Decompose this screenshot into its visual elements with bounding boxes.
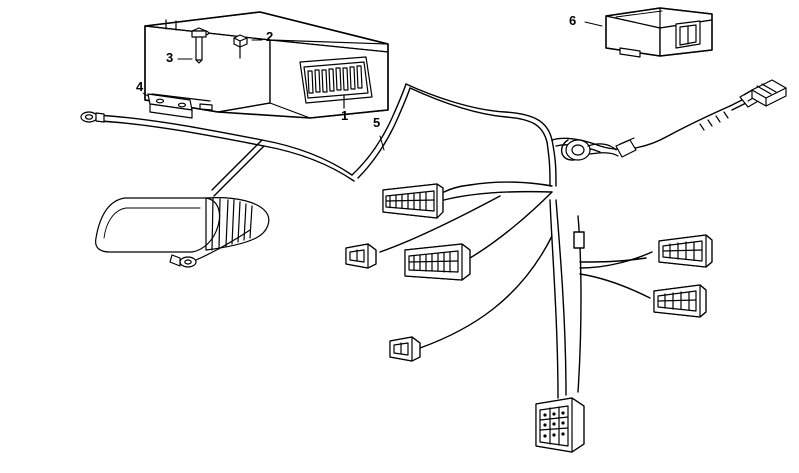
callout-label-3: 3 xyxy=(166,50,174,65)
callout-label-6: 6 xyxy=(569,13,577,28)
connector-small-left-upper xyxy=(345,243,377,269)
callout-label-2: 2 xyxy=(266,29,274,44)
flat-ground-strap xyxy=(95,197,270,268)
bolt-part-3 xyxy=(177,27,207,64)
connector-right-upper xyxy=(658,234,713,268)
connector-lower-multipin xyxy=(404,243,471,281)
callout-label-1: 1 xyxy=(341,108,349,123)
ecu-control-unit xyxy=(144,11,389,119)
ecu-connector xyxy=(299,56,373,104)
connector-bottom-center xyxy=(535,397,585,453)
shielded-cable-plug xyxy=(565,79,787,161)
connector-upper-multipin xyxy=(382,183,444,219)
wiring-harness-part-5 xyxy=(95,83,731,399)
connector-small-left-lower xyxy=(389,336,421,362)
nut-part-2 xyxy=(233,34,263,59)
relay-switch-part-6 xyxy=(584,7,713,58)
connector-right-lower xyxy=(653,284,707,318)
callout-leaders xyxy=(379,135,385,151)
bracket-part-4 xyxy=(142,92,193,119)
ring-terminal-left xyxy=(80,111,105,123)
callout-label-4: 4 xyxy=(136,79,144,94)
callout-label-5: 5 xyxy=(373,115,381,130)
